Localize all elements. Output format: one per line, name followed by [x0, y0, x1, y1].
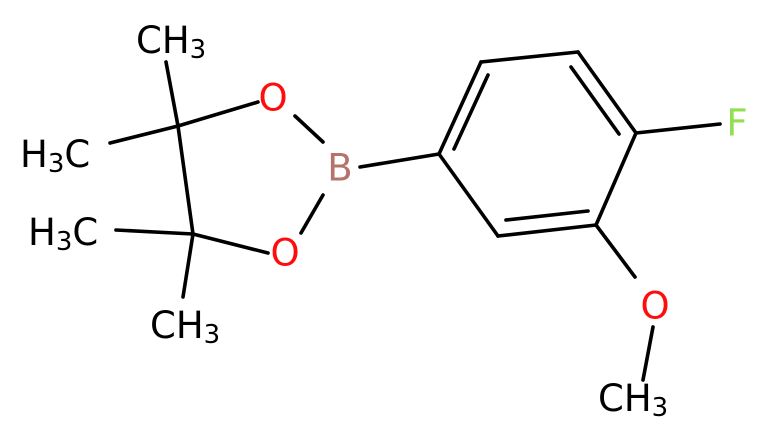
methyl-lower-left-subscript: 3 [56, 227, 73, 257]
bond-ring-5-inner [504, 209, 590, 222]
bond-layer [108, 50, 722, 382]
bond-o-methyl [641, 325, 655, 382]
methyl-bottom-subscript: 3 [204, 320, 221, 350]
bond-ring-2 [479, 50, 580, 64]
methyl-upper-left-pre: H [20, 133, 48, 176]
bond-o-bottom-b [299, 193, 325, 235]
atom-boron: B [327, 147, 352, 190]
methyl-top-main: CH [136, 19, 190, 62]
bond-ring-6 [437, 152, 500, 238]
bond-c-c-ring [176, 124, 195, 236]
methoxy-methyl-label: CH3 [598, 377, 668, 424]
bond-b-aryl [358, 152, 441, 169]
methyl-top-subscript: 3 [190, 35, 207, 65]
bond-ring-4 [594, 131, 638, 227]
atom-oxygen-bottom: O [270, 232, 299, 275]
bond-o-top-c [176, 100, 260, 128]
bond-c-methyl-lower-left [114, 228, 195, 236]
bond-c-methyl-upper-left [108, 124, 180, 145]
atom-oxygen-methoxy: O [640, 285, 669, 328]
methoxy-methyl-main: CH [598, 377, 652, 420]
methyl-upper-left-post: C [64, 133, 90, 176]
bond-ring-5 [496, 223, 598, 238]
bond-b-o-top [293, 114, 325, 144]
methyl-lower-left-pre: H [28, 211, 56, 254]
atom-label-layer: B O O F O CH3 H3C H3C CH3 CH3 [20, 19, 748, 424]
bond-ring-3 [576, 50, 638, 135]
methyl-top-label: CH3 [136, 19, 206, 66]
bond-c-f [634, 122, 722, 135]
methyl-lower-left-label: H3C [28, 211, 98, 258]
methoxy-methyl-subscript: 3 [652, 393, 669, 423]
bond-c-o-methoxy [594, 223, 637, 279]
methyl-upper-left-subscript: 3 [48, 149, 65, 179]
bond-ring-1-inner [452, 73, 490, 151]
methyl-bottom-label: CH3 [150, 304, 220, 351]
atom-fluorine: F [726, 102, 747, 145]
bond-ring-3-inner [569, 65, 621, 136]
methyl-lower-left-post: C [72, 211, 98, 254]
bond-c-o-bottom [191, 232, 270, 255]
bond-ring-1 [437, 60, 483, 156]
atom-oxygen-top: O [258, 77, 287, 120]
methyl-upper-left-label: H3C [20, 133, 90, 180]
bond-c-methyl-top [164, 60, 180, 128]
methyl-bottom-main: CH [150, 304, 204, 347]
bond-c-methyl-bottom [181, 232, 195, 299]
